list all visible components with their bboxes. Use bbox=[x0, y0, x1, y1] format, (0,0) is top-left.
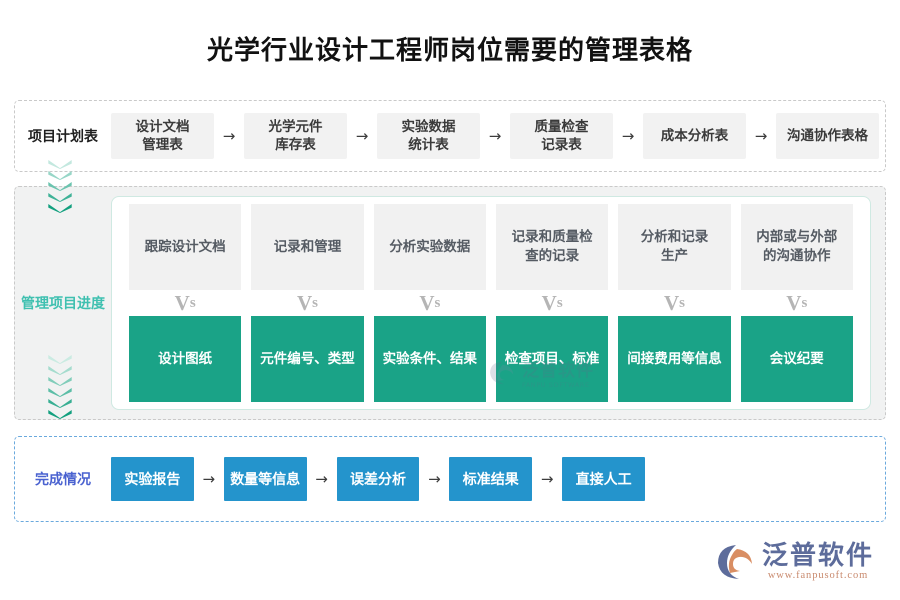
flow-arrow: → bbox=[355, 126, 369, 145]
vs-content-box[interactable]: 设计图纸 bbox=[129, 316, 242, 402]
chevron-down-icon bbox=[48, 171, 72, 180]
completion-arrow: → bbox=[315, 469, 328, 488]
plan-flow-box[interactable]: 成本分析表 bbox=[643, 113, 746, 159]
chevron-down-icon bbox=[48, 193, 72, 202]
brand-logo: 泛普软件 www.fanpusoft.com bbox=[714, 542, 874, 582]
chevron-down-icon bbox=[48, 399, 72, 408]
chevron-down-icon bbox=[48, 366, 72, 375]
completion-arrow: → bbox=[428, 469, 441, 488]
chevron-down-icon bbox=[48, 182, 72, 191]
plan-flow-box[interactable]: 光学元件库存表 bbox=[244, 113, 347, 159]
logo-en-text: www.fanpusoft.com bbox=[767, 570, 869, 582]
vs-letter-v: V bbox=[541, 290, 557, 315]
vs-letter-s: s bbox=[312, 294, 318, 311]
vs-task-box[interactable]: 跟踪设计文档 bbox=[129, 204, 242, 290]
completion-arrow: → bbox=[202, 469, 216, 488]
fanpu-logo-icon bbox=[717, 545, 752, 579]
flow-arrow: → bbox=[222, 126, 236, 145]
flow-arrow: → bbox=[488, 126, 502, 145]
chevron-down-icon bbox=[48, 204, 72, 213]
vs-letter-s: s bbox=[556, 294, 563, 311]
completion-flow: 实验报告 → 数量等信息 → 误差分析 → 标准结果 → 直接人工 bbox=[111, 457, 885, 501]
plan-flow-box[interactable]: 实验数据统计表 bbox=[377, 113, 480, 159]
vs-content-box[interactable]: 间接费用等信息 bbox=[618, 316, 731, 402]
vs-letter-v: V bbox=[174, 290, 190, 315]
vs-letter-v: V bbox=[296, 290, 313, 315]
vs-letter-s: s bbox=[801, 294, 808, 311]
vs-task-box[interactable]: 分析实验数据 bbox=[373, 204, 486, 290]
chevron-stack-bottom bbox=[47, 355, 73, 421]
completion-box[interactable]: 实验报告 bbox=[111, 457, 194, 501]
plan-flow-box[interactable]: 设计文档管理表 bbox=[111, 113, 214, 159]
vs-content-box[interactable]: 会议纪要 bbox=[740, 316, 853, 402]
vs-content-box[interactable]: 实验条件、结果 bbox=[373, 316, 486, 402]
project-plan-label: 项目计划表 bbox=[28, 129, 98, 145]
logo-cn-text: 泛普软件 bbox=[761, 540, 874, 571]
vs-content-box[interactable]: 元件编号、类型 bbox=[251, 316, 364, 402]
plan-flow-box[interactable]: 质量检查记录表 bbox=[510, 113, 613, 159]
vs-task-box[interactable]: 分析和记录生产 bbox=[618, 204, 731, 290]
vs-letter-s: s bbox=[434, 294, 441, 311]
chevron-down-icon bbox=[48, 377, 72, 386]
vs-content-box[interactable]: 检查项目、标准 bbox=[495, 316, 609, 402]
page-title: 光学行业设计工程师岗位需要的管理表格 bbox=[206, 36, 693, 66]
completion-panel: 完成情况 实验报告 → 数量等信息 → 误差分析 → 标准结果 → 直接人工 bbox=[14, 436, 886, 522]
completion-box[interactable]: 误差分析 bbox=[336, 457, 420, 501]
vs-letter-v: V bbox=[663, 290, 680, 315]
completion-box[interactable]: 直接人工 bbox=[562, 457, 645, 501]
plan-flow-box[interactable]: 沟通协作表格 bbox=[776, 113, 879, 159]
manage-progress-label: 管理项目进度 bbox=[21, 296, 105, 312]
vs-letter-s: s bbox=[189, 294, 196, 311]
flow-arrow: → bbox=[754, 126, 768, 145]
completion-label: 完成情况 bbox=[35, 472, 91, 488]
completion-arrow: → bbox=[540, 469, 554, 488]
chevron-down-icon bbox=[48, 355, 72, 364]
vs-task-box[interactable]: 记录和管理 bbox=[251, 204, 364, 290]
chevron-down-icon bbox=[48, 410, 72, 419]
flow-arrow: → bbox=[621, 126, 635, 145]
project-plan-flow: 设计文档管理表 → 光学元件库存表 → 实验数据统计表 → 质量检查记录表 → 成本分析表 → 沟通… bbox=[111, 113, 885, 159]
completion-box[interactable]: 标准结果 bbox=[449, 457, 533, 501]
chevron-stack-top bbox=[47, 160, 73, 215]
vs-task-box[interactable]: 内部或与外部的沟通协作 bbox=[740, 204, 853, 290]
vs-letter-v: V bbox=[419, 290, 435, 315]
chevron-down-icon bbox=[48, 388, 72, 397]
vs-letter-s: s bbox=[679, 294, 685, 311]
chevron-down-icon bbox=[48, 160, 72, 169]
vs-letter-v: V bbox=[786, 290, 802, 315]
project-plan-panel: 项目计划表 设计文档管理表 → 光学元件库存表 → 实验数据统计表 → 质量检查记录表 → 成本… bbox=[14, 100, 886, 172]
vs-task-box[interactable]: 记录和质量检查的记录 bbox=[495, 204, 609, 290]
completion-box[interactable]: 数量等信息 bbox=[223, 457, 307, 501]
